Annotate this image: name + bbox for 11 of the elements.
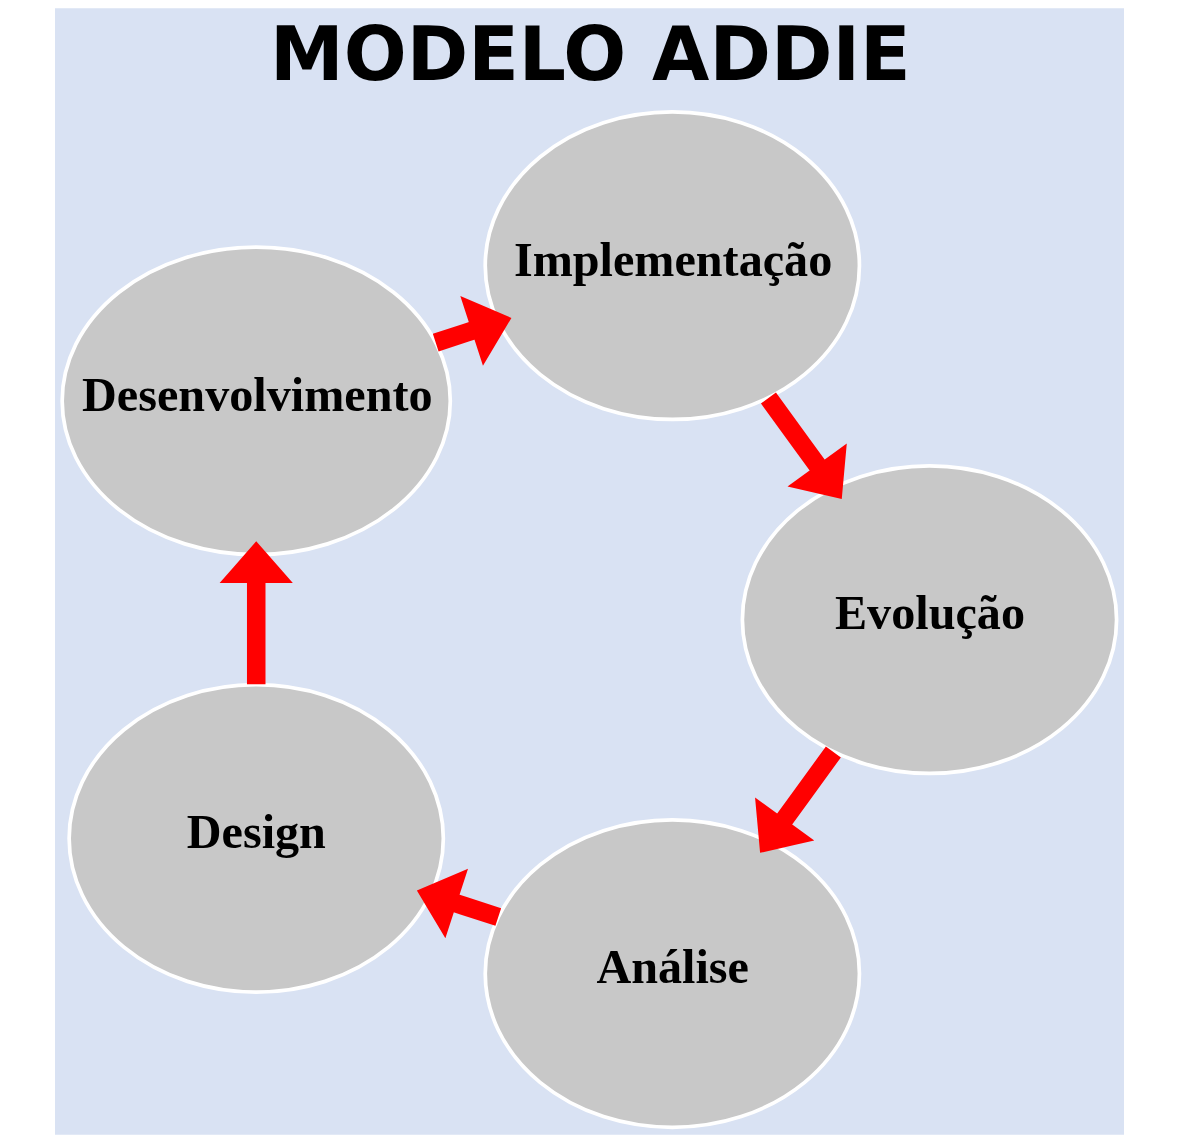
node-ellipse: Design xyxy=(67,682,446,995)
node-ellipse: Evolução xyxy=(740,464,1119,776)
arrow xyxy=(219,541,293,685)
node-ellipse: Desenvolvimento xyxy=(60,245,453,557)
node-ellipse: Análise xyxy=(483,818,862,1130)
arrow xyxy=(432,296,512,366)
diagram-title: MODELO ADDIE xyxy=(269,11,911,98)
arrow xyxy=(416,868,502,939)
arrow xyxy=(760,392,847,499)
node-ellipse: Implementação xyxy=(483,110,862,422)
arrow xyxy=(755,746,841,853)
